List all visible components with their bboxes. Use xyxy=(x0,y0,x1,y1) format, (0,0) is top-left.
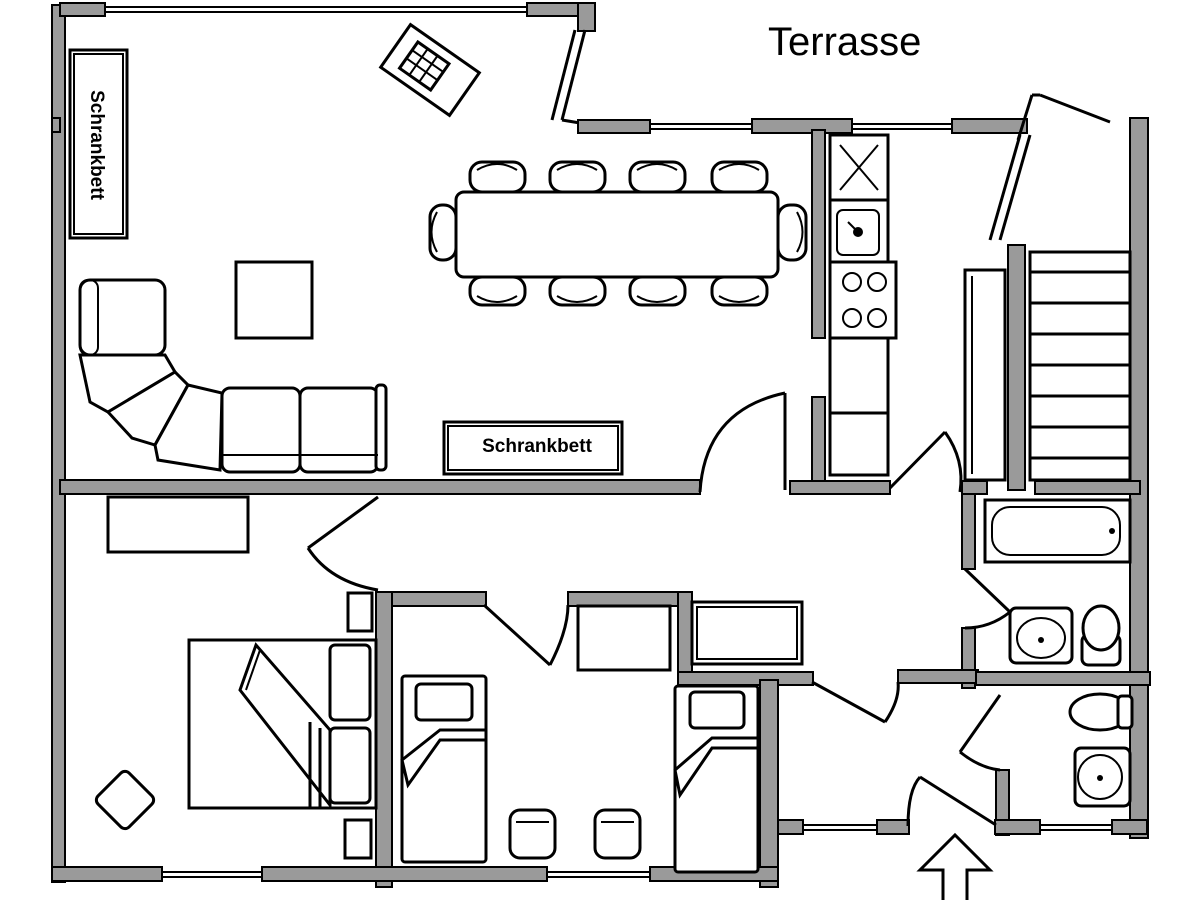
murphy-bed-left-label: Schrankbett xyxy=(86,90,107,200)
dining-table xyxy=(454,190,780,279)
stool-right xyxy=(593,808,642,860)
hallway-cabinet xyxy=(106,495,250,554)
dining-chairs xyxy=(428,160,808,307)
bath-sink xyxy=(1008,606,1074,665)
kitchen xyxy=(828,133,898,477)
staircase xyxy=(1028,250,1132,482)
side-table xyxy=(234,260,314,340)
bathtub xyxy=(983,498,1132,564)
doors xyxy=(306,391,1012,900)
corner-sofa xyxy=(78,278,388,474)
single-bed-2 xyxy=(400,674,488,864)
hallway-wardrobes xyxy=(576,600,804,672)
entrance-arrow-icon xyxy=(916,832,994,900)
bath-toilet xyxy=(1080,604,1122,667)
murphy-bed-center-label: Schrankbett xyxy=(482,436,592,457)
desk xyxy=(378,22,482,118)
nightstand-top xyxy=(346,591,374,633)
wc-toilet xyxy=(1068,692,1134,732)
nightstand-bottom xyxy=(343,818,373,860)
double-bed xyxy=(187,638,378,810)
walls xyxy=(51,2,1151,888)
terrace-label: Terrasse xyxy=(768,20,921,64)
stool-left xyxy=(508,808,557,860)
armchair xyxy=(94,769,156,831)
single-bed-3 xyxy=(673,684,760,874)
murphy-bed-left: Schrankbett xyxy=(68,48,129,240)
wc-sink xyxy=(1073,746,1132,808)
murphy-bed-center: Schrankbett xyxy=(442,420,624,476)
wardrobe-stairs xyxy=(963,268,1007,482)
